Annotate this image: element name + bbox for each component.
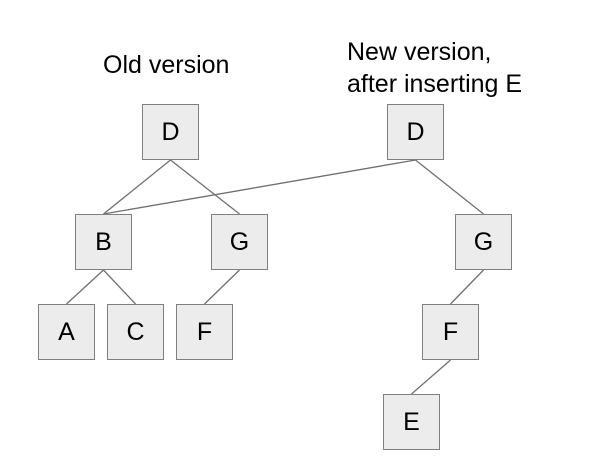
edge-old-B-to-old-C [103, 269, 136, 305]
edge-new-D-to-old-B [103, 159, 416, 215]
edge-old-D-to-old-B [103, 159, 171, 215]
edge-new-D-to-new-G [415, 159, 484, 215]
edge-old-B-to-old-A [66, 269, 104, 305]
edge-new-G-to-new-F [450, 269, 484, 305]
edge-new-F-to-new-E [411, 359, 451, 395]
old-version-title: Old version [103, 51, 230, 79]
new-version-title: New version, after inserting E [347, 38, 523, 98]
edge-old-G-to-old-F [204, 269, 240, 305]
edge-old-D-to-old-G [170, 159, 240, 215]
